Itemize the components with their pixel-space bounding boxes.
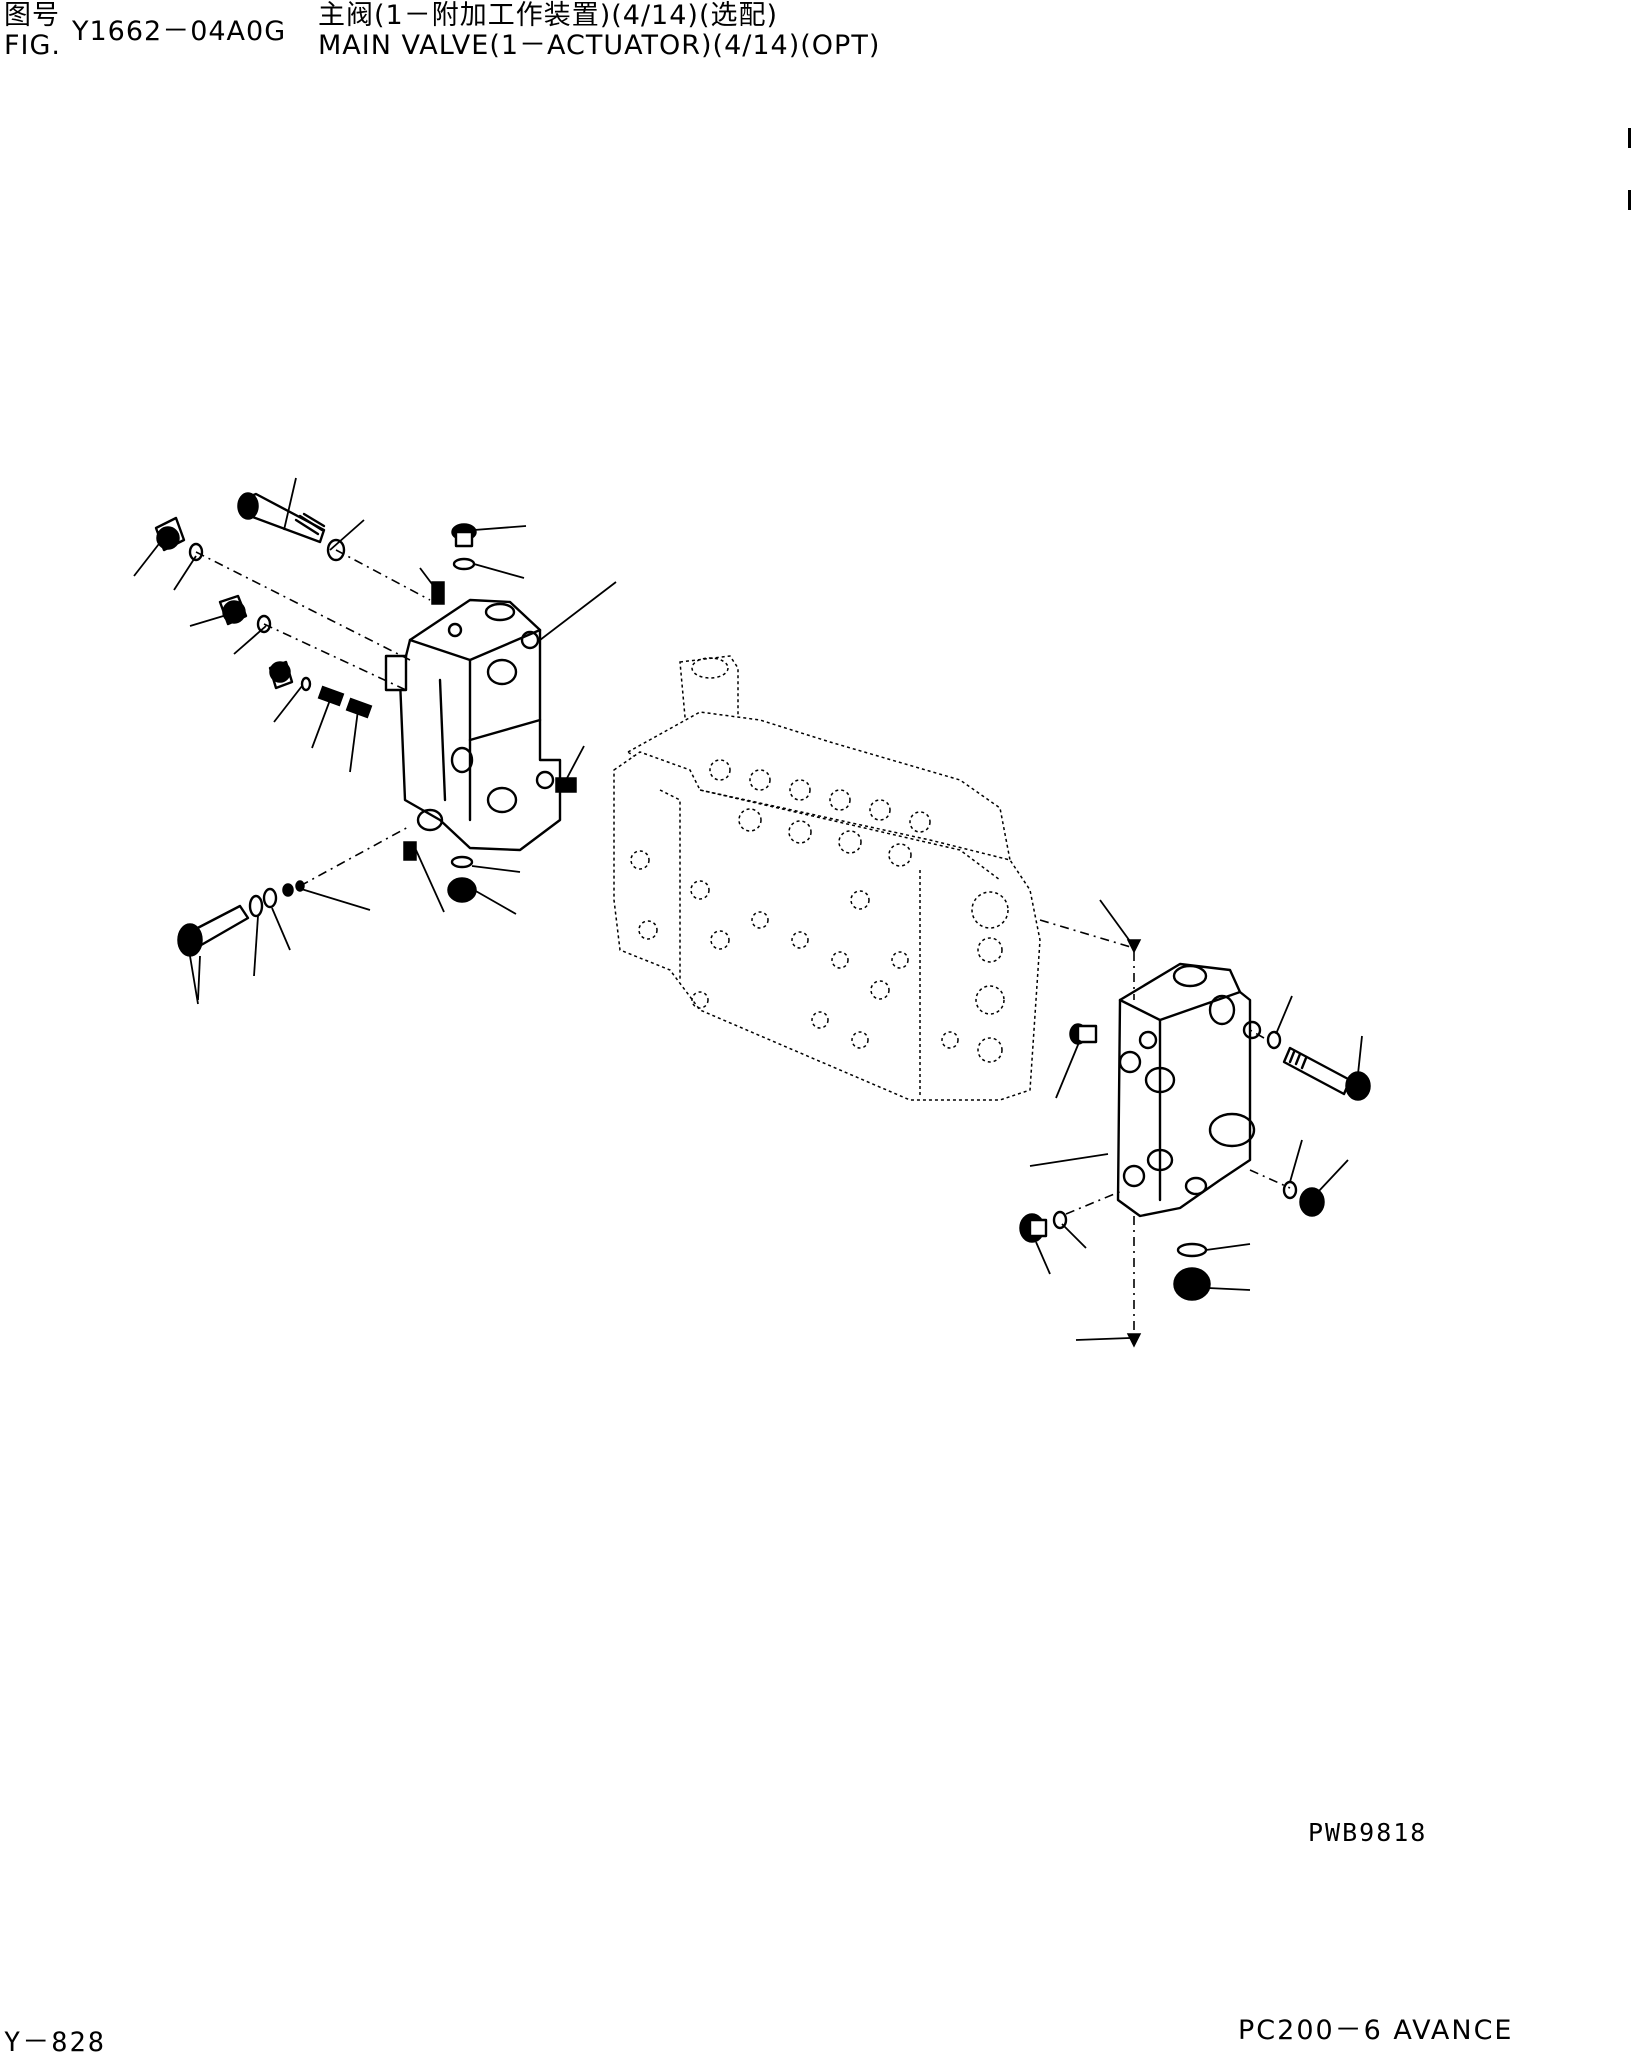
figure-number: Y1662－04A0G [72,16,287,47]
left-actuator-valve-assembly [133,477,617,1005]
page-number: Y－828 [4,2027,107,2058]
edge-mark [1628,190,1631,210]
right-actuator-valve-assembly [1019,899,1371,1348]
machine-model: PC200－6 AVANCE [1238,2015,1514,2046]
fig-label-en: FIG. [4,30,61,61]
fig-label-cn: 图号 [4,0,60,31]
title-chinese: 主阀(1－附加工作装置)(4/14)(选配) [318,0,779,31]
title-english: MAIN VALVE(1－ACTUATOR)(4/14)(OPT) [318,30,881,61]
drawing-code: PWB9818 [1308,1818,1428,1847]
edge-mark [1628,128,1631,148]
scan-edge-marks [1628,128,1631,252]
main-valve-body-ghost [613,655,1041,1101]
